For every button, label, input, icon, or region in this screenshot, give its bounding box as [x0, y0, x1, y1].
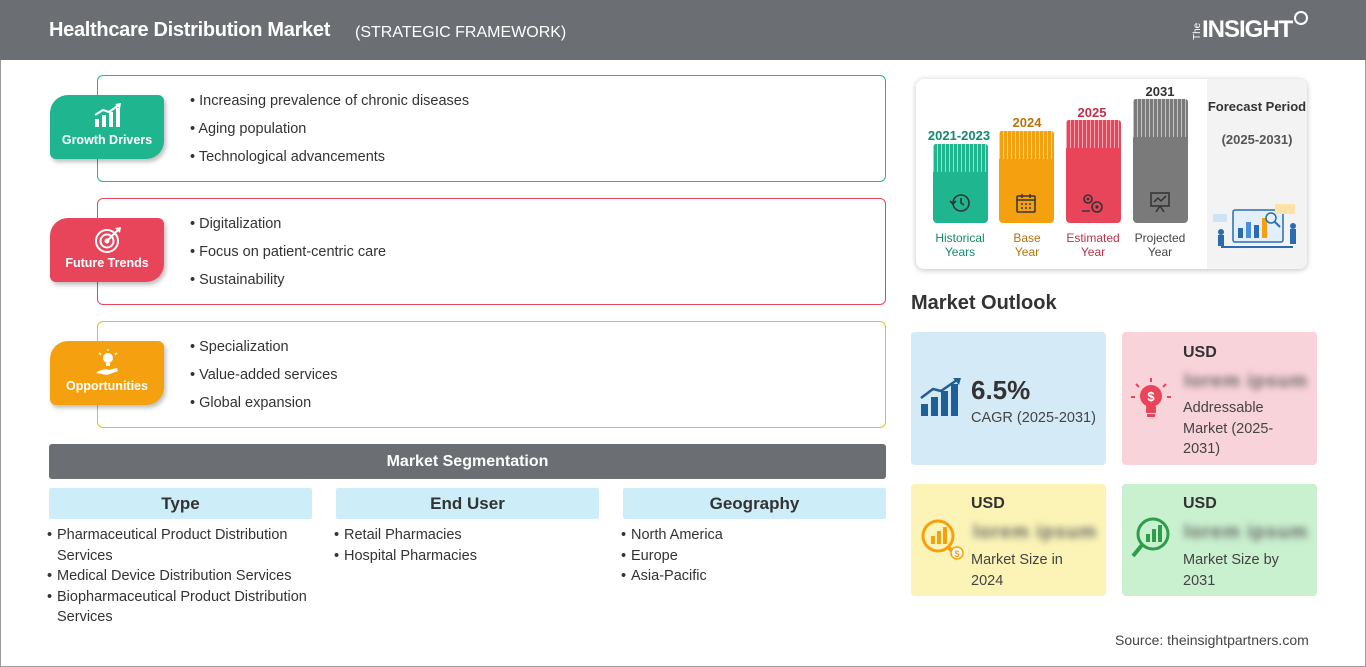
calendar-icon — [1016, 194, 1036, 213]
timeline-bar-projected — [1133, 99, 1188, 223]
size-2024-value: lorem ipsum — [973, 522, 1097, 543]
growth-drivers-label: Growth Drivers — [61, 133, 153, 147]
timeline-label-line1: Historical — [935, 231, 985, 245]
timeline-label-base: Base Year — [992, 231, 1062, 259]
size-2031-label: Market Size by 2031 — [1183, 552, 1279, 589]
list-item: Aging population — [190, 121, 469, 149]
timeline-label-line1: Projected — [1134, 231, 1186, 245]
timeline-label-line2: Years — [944, 245, 976, 259]
size-2024-currency: USD — [971, 495, 1005, 512]
timeline-year-historical: 2021-2023 — [927, 128, 991, 143]
segment-heading-type: Type — [49, 488, 312, 519]
timeline-label-line2: Year — [1147, 245, 1173, 259]
target-icon — [95, 227, 121, 253]
growth-chart-icon — [94, 103, 121, 127]
list-item: Asia-Pacific — [621, 566, 881, 587]
presentation-icon — [1150, 192, 1170, 213]
timeline-year-projected: 2031 — [1145, 84, 1175, 99]
list-item: Digitalization — [190, 216, 386, 244]
growth-drivers-badge: Growth Drivers — [50, 95, 164, 159]
segment-heading-end-user: End User — [336, 488, 599, 519]
future-trends-box: Digitalization Focus on patient-centric … — [97, 198, 886, 305]
timeline-label-estimated: Estimated Year — [1058, 231, 1128, 259]
logo-ring-icon — [1294, 11, 1308, 25]
future-trends-badge: Future Trends — [50, 218, 164, 282]
segment-heading-geography: Geography — [623, 488, 886, 519]
list-item: Pharmaceutical Product Distribution Serv… — [47, 525, 317, 566]
logo-brand: INSIGHT — [1202, 16, 1293, 43]
list-item: Hospital Pharmacies — [334, 546, 594, 567]
gears-icon — [1082, 194, 1103, 213]
addressable-currency: USD — [1183, 344, 1217, 361]
timeline-bar-estimated — [1066, 120, 1121, 223]
list-item: Europe — [621, 546, 881, 567]
growth-chart-icon — [920, 378, 961, 416]
opportunities-label: Opportunities — [66, 379, 148, 393]
timeline-label-line2: Year — [1014, 245, 1040, 259]
header-bar: Healthcare Distribution Market (STRATEGI… — [0, 0, 1366, 60]
cagr-label: CAGR (2025-2031) — [971, 410, 1096, 426]
segmentation-title: Market Segmentation — [49, 444, 886, 479]
list-item: Increasing prevalence of chronic disease… — [190, 93, 469, 121]
cagr-value: 6.5% — [971, 375, 1031, 405]
timeline-label-line1: Estimated — [1066, 231, 1120, 245]
segment-list-type: Pharmaceutical Product Distribution Serv… — [47, 525, 317, 628]
source-text: Source: theinsightpartners.com — [1115, 632, 1309, 648]
timeline-year-estimated: 2025 — [1077, 105, 1107, 120]
history-icon — [949, 194, 970, 212]
list-item: Focus on patient-centric care — [190, 244, 386, 272]
timeline-label-line1: Base — [1013, 231, 1041, 245]
growth-drivers-list: Increasing prevalence of chronic disease… — [190, 93, 469, 177]
future-trends-label: Future Trends — [65, 256, 149, 270]
list-item: Medical Device Distribution Services — [47, 566, 317, 587]
list-item: North America — [621, 525, 881, 546]
future-trends-list: Digitalization Focus on patient-centric … — [190, 216, 386, 300]
forecast-period-range: (2025-2031) — [1221, 132, 1293, 147]
opportunities-badge: Opportunities — [50, 341, 164, 405]
size-2024-label: Market Size in 2024 — [971, 552, 1063, 589]
market-size-2031-card: USD lorem ipsum Market Size by 2031 — [1122, 484, 1317, 596]
lightbulb-dollar-icon: $ — [1131, 378, 1171, 417]
timeline-label-projected: Projected Year — [1125, 231, 1195, 259]
list-item: Sustainability — [190, 272, 386, 300]
size-2031-currency: USD — [1183, 495, 1217, 512]
page-title: Healthcare Distribution Market — [49, 19, 331, 41]
list-item: Value-added services — [190, 367, 337, 395]
list-item: Global expansion — [190, 395, 337, 423]
segment-list-geography: North America Europe Asia-Pacific — [621, 525, 881, 587]
timeline-bar-historical — [933, 144, 988, 223]
timeline-year-base: 2024 — [1012, 115, 1042, 130]
opportunities-box: Specialization Value-added services Glob… — [97, 321, 886, 428]
list-item: Technological advancements — [190, 149, 469, 177]
cagr-card: 6.5% CAGR (2025-2031) — [911, 332, 1106, 465]
page-subtitle: (STRATEGIC FRAMEWORK) — [355, 24, 567, 41]
market-outlook-title: Market Outlook — [911, 292, 1057, 314]
timeline-bar-base — [999, 131, 1054, 223]
addressable-value: lorem ipsum — [1184, 371, 1308, 392]
size-2031-value: lorem ipsum — [1184, 522, 1308, 543]
segment-list-end-user: Retail Pharmacies Hospital Pharmacies — [334, 525, 594, 566]
growth-drivers-box: Increasing prevalence of chronic disease… — [97, 75, 886, 182]
lightbulb-hand-icon — [96, 349, 118, 375]
svg-text:$: $ — [954, 549, 959, 559]
analytics-people-icon — [1213, 204, 1296, 248]
addressable-market-card: $ USD lorem ipsum Addressable Market (20… — [1122, 332, 1317, 465]
forecast-period-panel: Forecast Period (2025-2031) — [1207, 79, 1307, 269]
forecast-period-label: Forecast Period — [1207, 99, 1307, 114]
list-item: Retail Pharmacies — [334, 525, 594, 546]
list-item: Biopharmaceutical Product Distribution S… — [47, 587, 317, 628]
svg-text:$: $ — [1147, 389, 1155, 404]
addressable-label: Addressable Market (2025-2031) — [1183, 400, 1274, 457]
insight-partners-logo: The INSIGHT — [1190, 10, 1310, 54]
list-item: Specialization — [190, 339, 337, 367]
timeline-label-line2: Year — [1080, 245, 1106, 259]
market-size-2024-card: $ USD lorem ipsum Market Size in 2024 — [911, 484, 1106, 596]
opportunities-list: Specialization Value-added services Glob… — [190, 339, 337, 423]
timeline-label-historical: Historical Years — [925, 231, 995, 259]
magnifier-chart-icon — [1131, 517, 1170, 558]
magnifier-chart-icon: $ — [921, 519, 964, 560]
